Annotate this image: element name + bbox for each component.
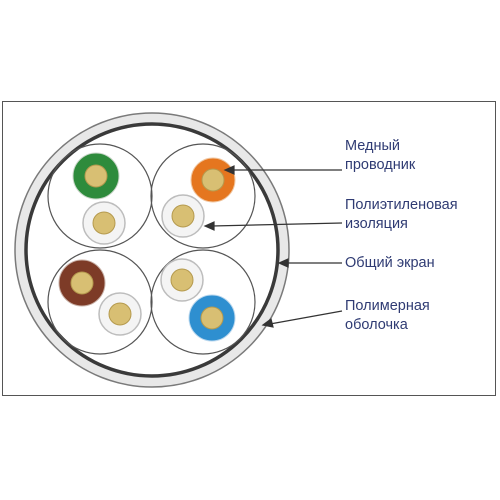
label-polymer-sheath-line1: Полимерная xyxy=(345,298,430,314)
label-polyethylene-insulation: Полиэтиленовая изоляция xyxy=(345,196,458,234)
arrow-screen xyxy=(277,258,342,268)
wire-orange xyxy=(190,157,236,203)
label-common-screen: Общий экран xyxy=(345,254,435,273)
pair-circle-green xyxy=(47,143,153,249)
wire-white-blue xyxy=(160,258,204,302)
wire-brown xyxy=(58,259,106,307)
arrow-insulation xyxy=(203,221,343,231)
label-polymer-sheath-line2: оболочка xyxy=(345,317,408,333)
wire-white-brown xyxy=(98,292,142,336)
label-copper-conductor: Медный проводник xyxy=(345,137,415,175)
label-copper-conductor-line1: Медный xyxy=(345,138,400,154)
wire-white-green xyxy=(82,201,126,245)
arrow-sheath xyxy=(261,310,343,328)
pair-circle-orange xyxy=(150,143,256,249)
wire-blue xyxy=(188,294,236,342)
label-polymer-sheath: Полимерная оболочка xyxy=(345,297,430,335)
wire-white-orange xyxy=(161,194,205,238)
label-copper-conductor-line2: проводник xyxy=(345,157,416,173)
arrow-conductor xyxy=(223,165,342,175)
label-common-screen-line1: Общий экран xyxy=(345,255,435,271)
wire-green xyxy=(72,152,120,200)
pair-circle-brown xyxy=(47,249,153,355)
pair-circle-blue xyxy=(150,249,256,355)
label-polyethylene-insulation-line1: Полиэтиленовая xyxy=(345,197,458,213)
label-polyethylene-insulation-line2: изоляция xyxy=(345,216,408,232)
